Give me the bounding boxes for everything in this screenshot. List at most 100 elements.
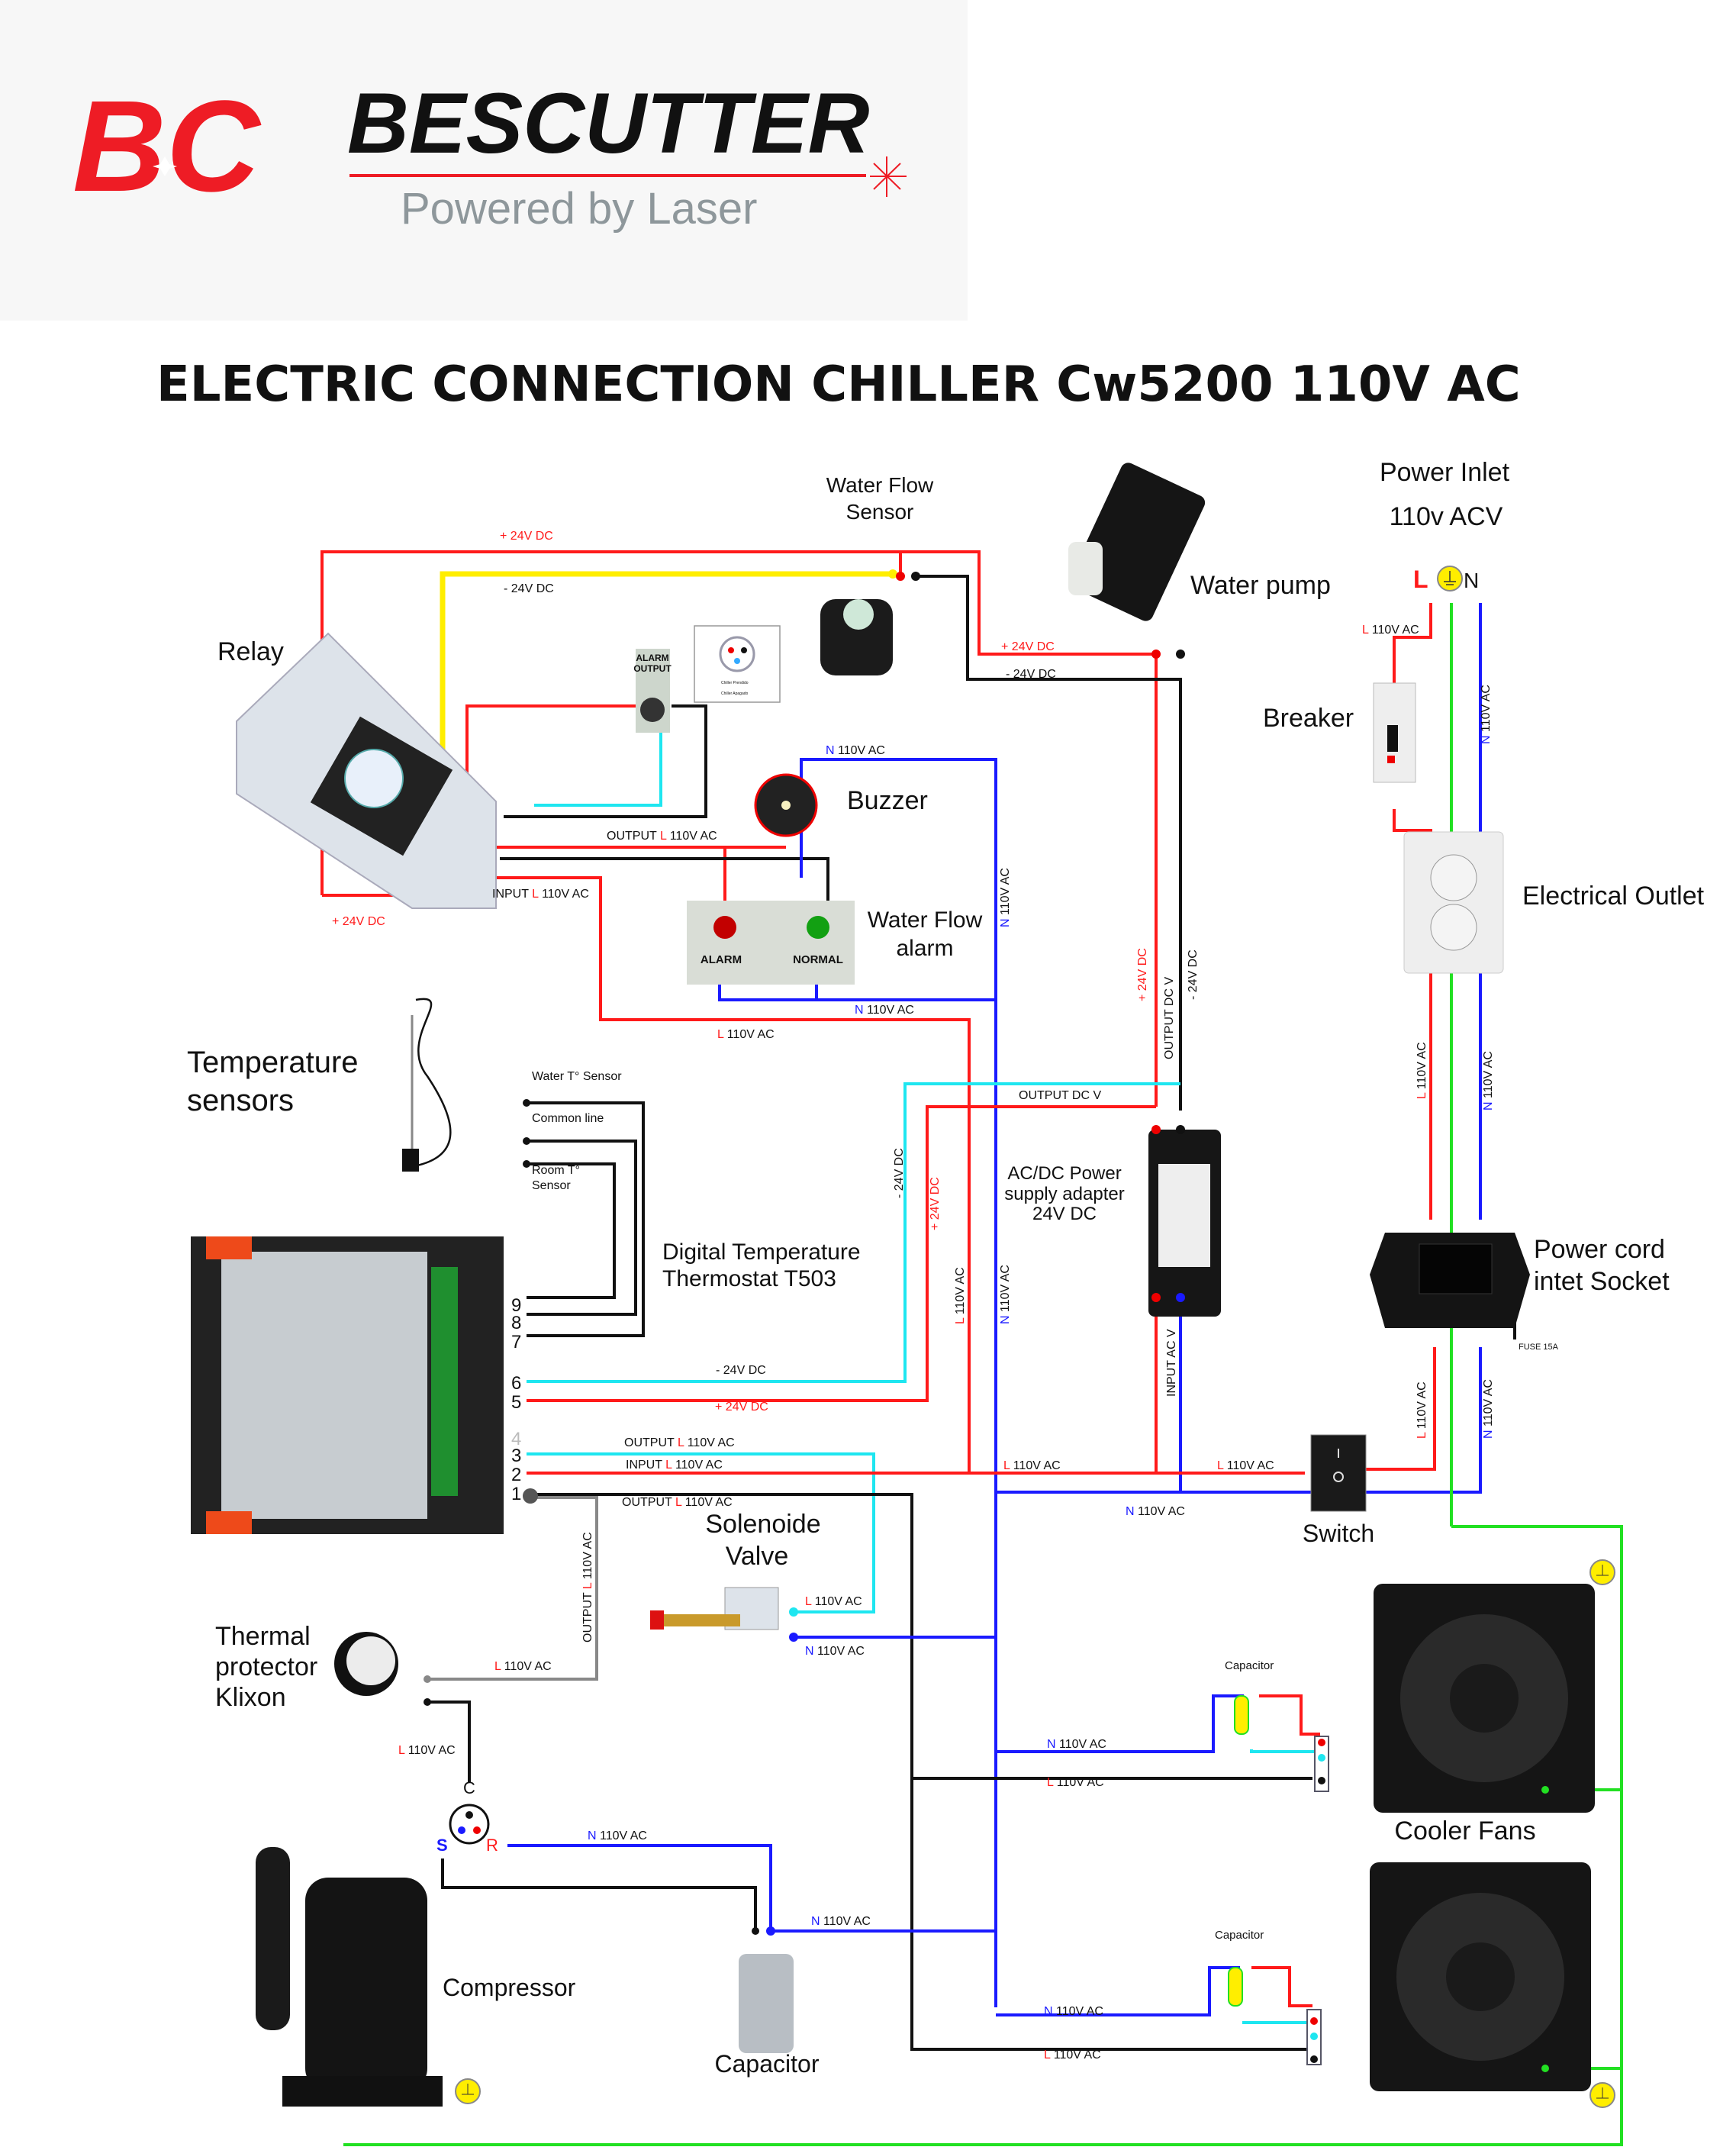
ground-symbol-icon [1589,1559,1615,1585]
wire-label-input-l-relay: INPUT L 110V AC [492,888,589,901]
wire-sensor-common [527,1140,637,1316]
adapter-label-2: supply adapter [1004,1184,1124,1204]
wire-label-l110-breaker: L 110V AC [1362,624,1419,637]
wire-label-n110-buzzer: N 110V AC [826,744,885,757]
wire-label-l110-outlet-vert: L 110V AC [1416,1042,1428,1099]
normal-lamp-icon [807,916,829,939]
solenoid-label-2: Valve [726,1542,789,1571]
wire-minus24-main [916,575,1182,1111]
wire-plus24-main [320,550,1158,1107]
wire-fan2-cap-cyan [1242,2021,1312,2024]
klixon-label-3: Klixon [215,1683,286,1712]
electrical-outlet-component: Electrical Outlet [1403,831,1705,974]
terminal-1: 1 [511,1484,521,1504]
wire-label-plus24-vert-adapter: + 24V DC [1136,948,1149,1001]
wire-label-n110-breaker-vert: N 110V AC [1480,685,1493,744]
klixon-component: Thermal protector Klixon [215,1622,431,1712]
wire-label-n110-switch: N 110V AC [1126,1505,1185,1518]
terminal-n: N [1464,569,1479,592]
water-pump-component: Water pump [1068,463,1331,659]
power-cord-label-1: Power cord [1534,1235,1665,1264]
wire-label-n110-capacitor: N 110V AC [811,1915,871,1928]
compressor-component: Compressor [256,1847,576,2107]
terminal-c: C [463,1778,475,1797]
wire-label-plus24-top: + 24V DC [500,530,553,543]
alarm-legend-2: Chiller Apagado [721,691,749,696]
wire-fan2-n [996,1966,1240,2016]
water-flow-alarm-label-2: alarm [896,936,953,961]
alarm-output-title-1: ALARM [636,653,668,663]
thermostat-terminals: 9 8 7 6 5 4 3 2 1 [511,1295,521,1504]
logo-star-icon [153,156,177,176]
terminal-9: 9 [511,1295,521,1316]
wire-label-output-l-relay: OUTPUT L 110V AC [607,830,717,843]
wire-label-l110-alarm: L 110V AC [717,1028,775,1041]
wire-label-n110-solenoid: N 110V AC [805,1645,865,1658]
wire-label-n110-outlet-vert: N 110V AC [1482,1051,1495,1111]
wire-label-output-l-vert-klixon: OUTPUT L 110V AC [581,1532,594,1642]
temp-sensors-label-2: sensors [187,1084,294,1117]
fan1-capacitor-label: Capacitor [1225,1659,1274,1672]
ground-symbol-icon [455,2078,481,2104]
wire-label-l110-socket-vert: L 110V AC [1416,1381,1428,1439]
wire-labels-vertical: N 110V AC N 110V AC + 24V DC OUTPUT DC V… [581,685,1495,1642]
wire-klixon-output [427,1496,598,1681]
solenoid-label-1: Solenoide [705,1510,820,1539]
wire-label-plus24-vert-thermo: + 24V DC [929,1177,942,1230]
wire-label-minus24-t6: - 24V DC [716,1364,766,1377]
terminal-l: L [1413,566,1428,593]
terminal-2: 2 [511,1465,521,1485]
breaker-component: Breaker [1263,682,1416,783]
cooler-fan-1: Capacitor Cooler Fans [1225,1584,1595,1846]
ground-symbol-icon [1589,2082,1615,2108]
terminal-5: 5 [511,1392,521,1413]
relay-label: Relay [217,637,284,666]
wire-label-n110-socket-vert: N 110V AC [1482,1379,1495,1439]
brand-logo: BC BESCUTTER Powered by Laser [72,74,907,234]
water-flow-sensor-label-1: Water Flow [826,473,934,497]
breaker-label: Breaker [1263,704,1354,733]
switch-label: Switch [1303,1520,1374,1547]
water-flow-sensor-component: Water Flow Sensor [820,473,934,675]
wire-label-n110-compressor-r: N 110V AC [588,1829,647,1842]
compressor-label: Compressor [443,1974,576,2001]
wire-fan2-cap-red [1251,1966,1312,2007]
terminal-4: 4 [511,1429,521,1449]
fan-capacitor-icon [1228,1967,1243,2007]
wire-ground-loop [343,1525,1623,2146]
adapter-label-1: AC/DC Power [1007,1163,1121,1184]
compressor-terminals-icon: C S R [436,1778,498,1855]
wire-t5-plus24 [527,1105,1156,1402]
wire-label-minus24-top: - 24V DC [504,582,554,595]
terminal-s: S [436,1836,448,1855]
wire-input-l-relay [488,876,971,1473]
sensor-line-room-1: Room T° [532,1164,580,1177]
wire-label-n110-vert-main: N 110V AC [999,868,1012,927]
wire-fan2-l [910,1778,1312,2051]
wire-label-minus24-vert-thermo: - 24V DC [893,1148,906,1198]
compressor-capacitor-label: Capacitor [715,2050,820,2078]
logo-banner [0,0,968,321]
wire-t3-output [527,1452,875,1613]
terminal-3: 3 [511,1446,521,1466]
power-inlet-label-1: Power Inlet [1380,458,1510,487]
wire-label-l110-switch-in: L 110V AC [1003,1459,1061,1472]
wire-label-minus24-vert-adapter: - 24V DC [1187,949,1200,1000]
wire-label-output-l-t1: OUTPUT L 110V AC [622,1496,733,1509]
wire-fan1-cap-red [1259,1694,1320,1736]
wire-switch-l [1366,1347,1436,1471]
terminal-6: 6 [511,1373,521,1394]
wire-label-plus24-relay: + 24V DC [332,915,385,928]
rocker-switch-component: Switch [1303,1434,1374,1547]
klixon-label-2: protector [215,1652,317,1681]
wire-compressor-r [507,1844,996,1933]
power-inlet-component: Power Inlet 110v ACV L N [1380,458,1510,593]
cooler-fan-2: Capacitor [1215,1862,1591,2091]
logo-mark: BC [72,74,262,219]
terminal-7: 7 [511,1332,521,1352]
wire-label-n110-fan2: N 110V AC [1044,2005,1103,2018]
wire-label-l110-vert-main: L 110V AC [954,1267,967,1324]
laser-burst-icon [870,156,907,197]
wire-alarm-cyan [534,714,662,807]
wire-label-l110-solenoid: L 110V AC [805,1595,862,1608]
